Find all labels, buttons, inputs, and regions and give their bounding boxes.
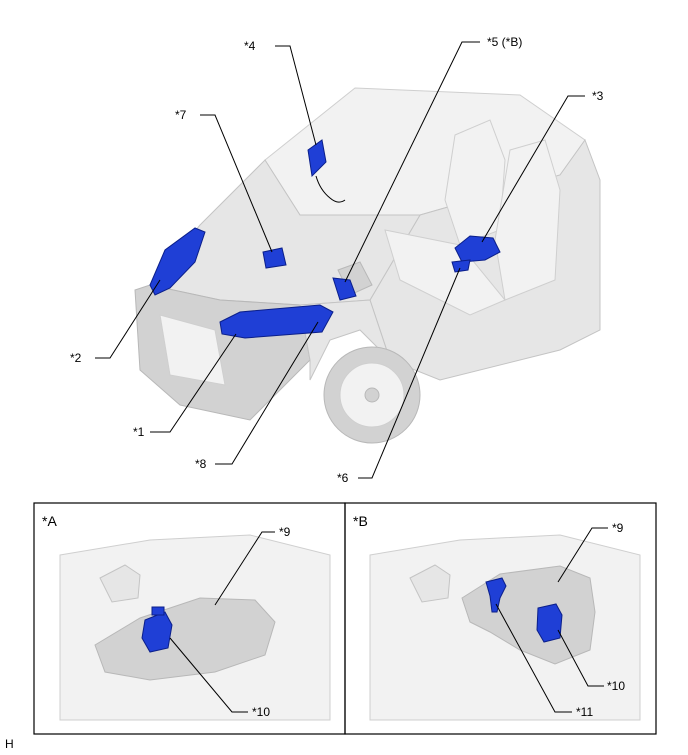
vehicle-illustration	[134, 87, 601, 444]
panel-a-title: *A	[42, 513, 57, 529]
leader-7	[200, 114, 273, 253]
panel-b-leader-10	[557, 629, 604, 687]
component-4-wire	[315, 175, 346, 203]
leader-5	[344, 41, 480, 283]
panel-a-callout-9: *9	[279, 525, 291, 539]
callout-7: *7	[175, 108, 187, 122]
component-1-headlamp-right	[219, 304, 334, 339]
panel-b-mirror	[409, 564, 451, 603]
callouts-main: *4 *5 (*B) *3 *7 *2 *1 *8 *6	[70, 35, 604, 485]
seat-cushion	[384, 229, 506, 316]
callout-8: *8	[195, 457, 207, 471]
panel-b-callout-9: *9	[612, 521, 624, 535]
front-bumper	[134, 284, 311, 421]
callout-6: *6	[337, 471, 349, 485]
panel-b-component-10	[536, 603, 563, 643]
panel-b-component-11	[485, 577, 507, 613]
leader-6	[358, 267, 461, 479]
component-4-inner-mirror	[307, 139, 327, 178]
panel-a-callout-10: *10	[252, 705, 270, 719]
panel-a-leader-10	[169, 637, 248, 713]
panel-a: *A *9 *10	[33, 502, 346, 735]
front-wheel-hub	[364, 387, 380, 403]
component-6-seat-bracket	[451, 259, 471, 273]
front-seat-left	[444, 119, 506, 246]
panel-b-frame	[344, 502, 657, 735]
panel-a-fuel-tank	[94, 597, 276, 681]
highlighted-components	[149, 139, 501, 339]
callout-4: *4	[244, 39, 256, 53]
callout-5: *5 (*B)	[487, 35, 522, 49]
panel-b: *B *9 *10 *11	[344, 502, 657, 735]
panel-b-title: *B	[353, 513, 368, 529]
callout-3: *3	[592, 89, 604, 103]
component-5-actuator	[332, 277, 357, 301]
leader-8	[215, 321, 319, 465]
leader-2	[95, 279, 161, 359]
corner-code: H	[5, 737, 14, 751]
panel-b-leader-9	[557, 527, 608, 583]
component-7-module	[262, 247, 287, 269]
leader-4	[275, 45, 317, 146]
panel-b-leader-11	[495, 603, 572, 713]
panel-a-component-10-top	[151, 606, 165, 616]
panel-a-mirror	[99, 564, 141, 603]
callout-2: *2	[70, 351, 82, 365]
component-2-headlamp-left	[149, 227, 206, 296]
leader-1	[150, 333, 237, 433]
leader-3	[481, 95, 585, 243]
grille	[159, 314, 226, 386]
panel-a-leader-9	[214, 531, 275, 606]
front-seat-right	[494, 139, 561, 301]
panel-b-callout-11: *11	[576, 705, 593, 719]
panel-a-component-10	[141, 611, 173, 653]
panel-b-callout-10: *10	[607, 679, 625, 693]
callout-1: *1	[133, 425, 145, 439]
